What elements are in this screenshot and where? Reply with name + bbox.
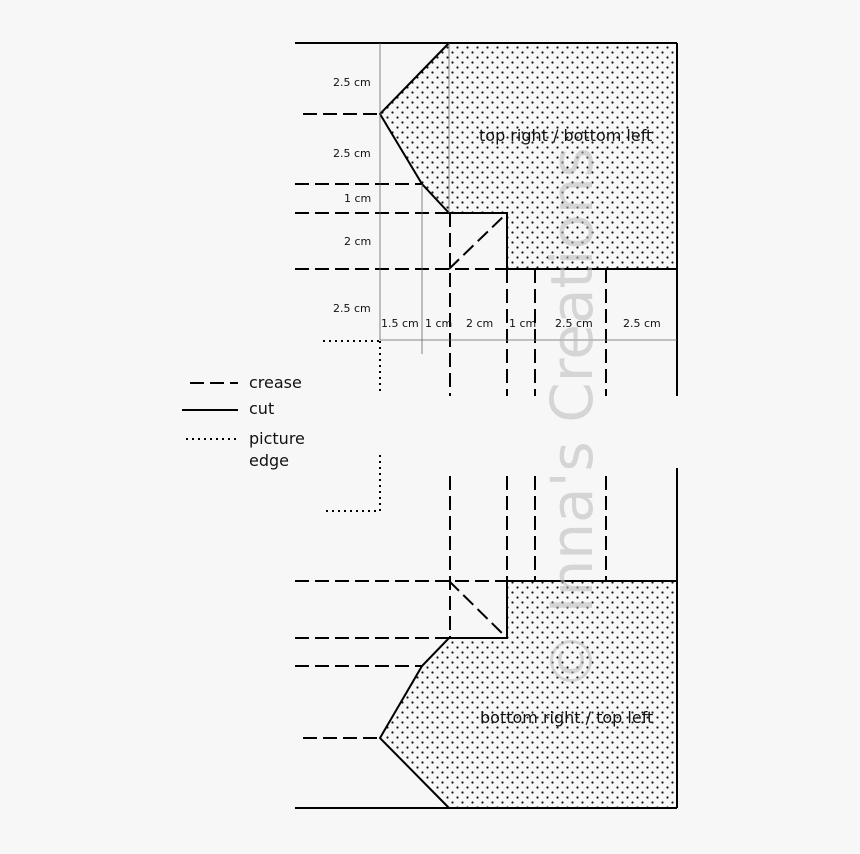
dim-v-2-5c: 2.5 cm xyxy=(333,302,371,315)
dim-v-2-5b: 2.5 cm xyxy=(333,147,371,160)
dim-h-2: 2 cm xyxy=(466,317,493,330)
legend-edge-label-1: picture xyxy=(249,429,305,448)
bottom-piece-label: bottom right / top left xyxy=(480,708,653,727)
dim-v-1: 1 cm xyxy=(344,192,371,205)
bottom-dotted-area xyxy=(380,581,677,808)
dim-h-2-5a: 2.5 cm xyxy=(555,317,593,330)
dim-h-2-5b: 2.5 cm xyxy=(623,317,661,330)
legend-crease-label: crease xyxy=(249,373,302,392)
top-piece-label: top right / bottom left xyxy=(479,126,652,145)
dim-h-1a: 1 cm xyxy=(425,317,452,330)
bottom-cut-contour xyxy=(378,580,677,809)
legend: crease cut picture edge xyxy=(182,373,305,470)
dim-v-2-5a: 2.5 cm xyxy=(333,76,371,89)
bottom-piece: bottom right / top left xyxy=(295,455,678,809)
dim-v-2: 2 cm xyxy=(344,235,371,248)
watermark-text: © Inna's Creations xyxy=(538,147,606,690)
top-piece: 2.5 cm 2.5 cm 1 cm 2 cm 2.5 cm 1.5 cm 1 … xyxy=(295,42,678,396)
legend-edge-label-2: edge xyxy=(249,451,289,470)
top-dotted-area xyxy=(380,43,677,269)
legend-cut-label: cut xyxy=(249,399,274,418)
dim-h-1-5: 1.5 cm xyxy=(381,317,419,330)
crease-diagonal-top xyxy=(448,212,508,270)
crease-diagonal-bottom xyxy=(448,580,508,639)
dim-h-1b: 1 cm xyxy=(509,317,536,330)
